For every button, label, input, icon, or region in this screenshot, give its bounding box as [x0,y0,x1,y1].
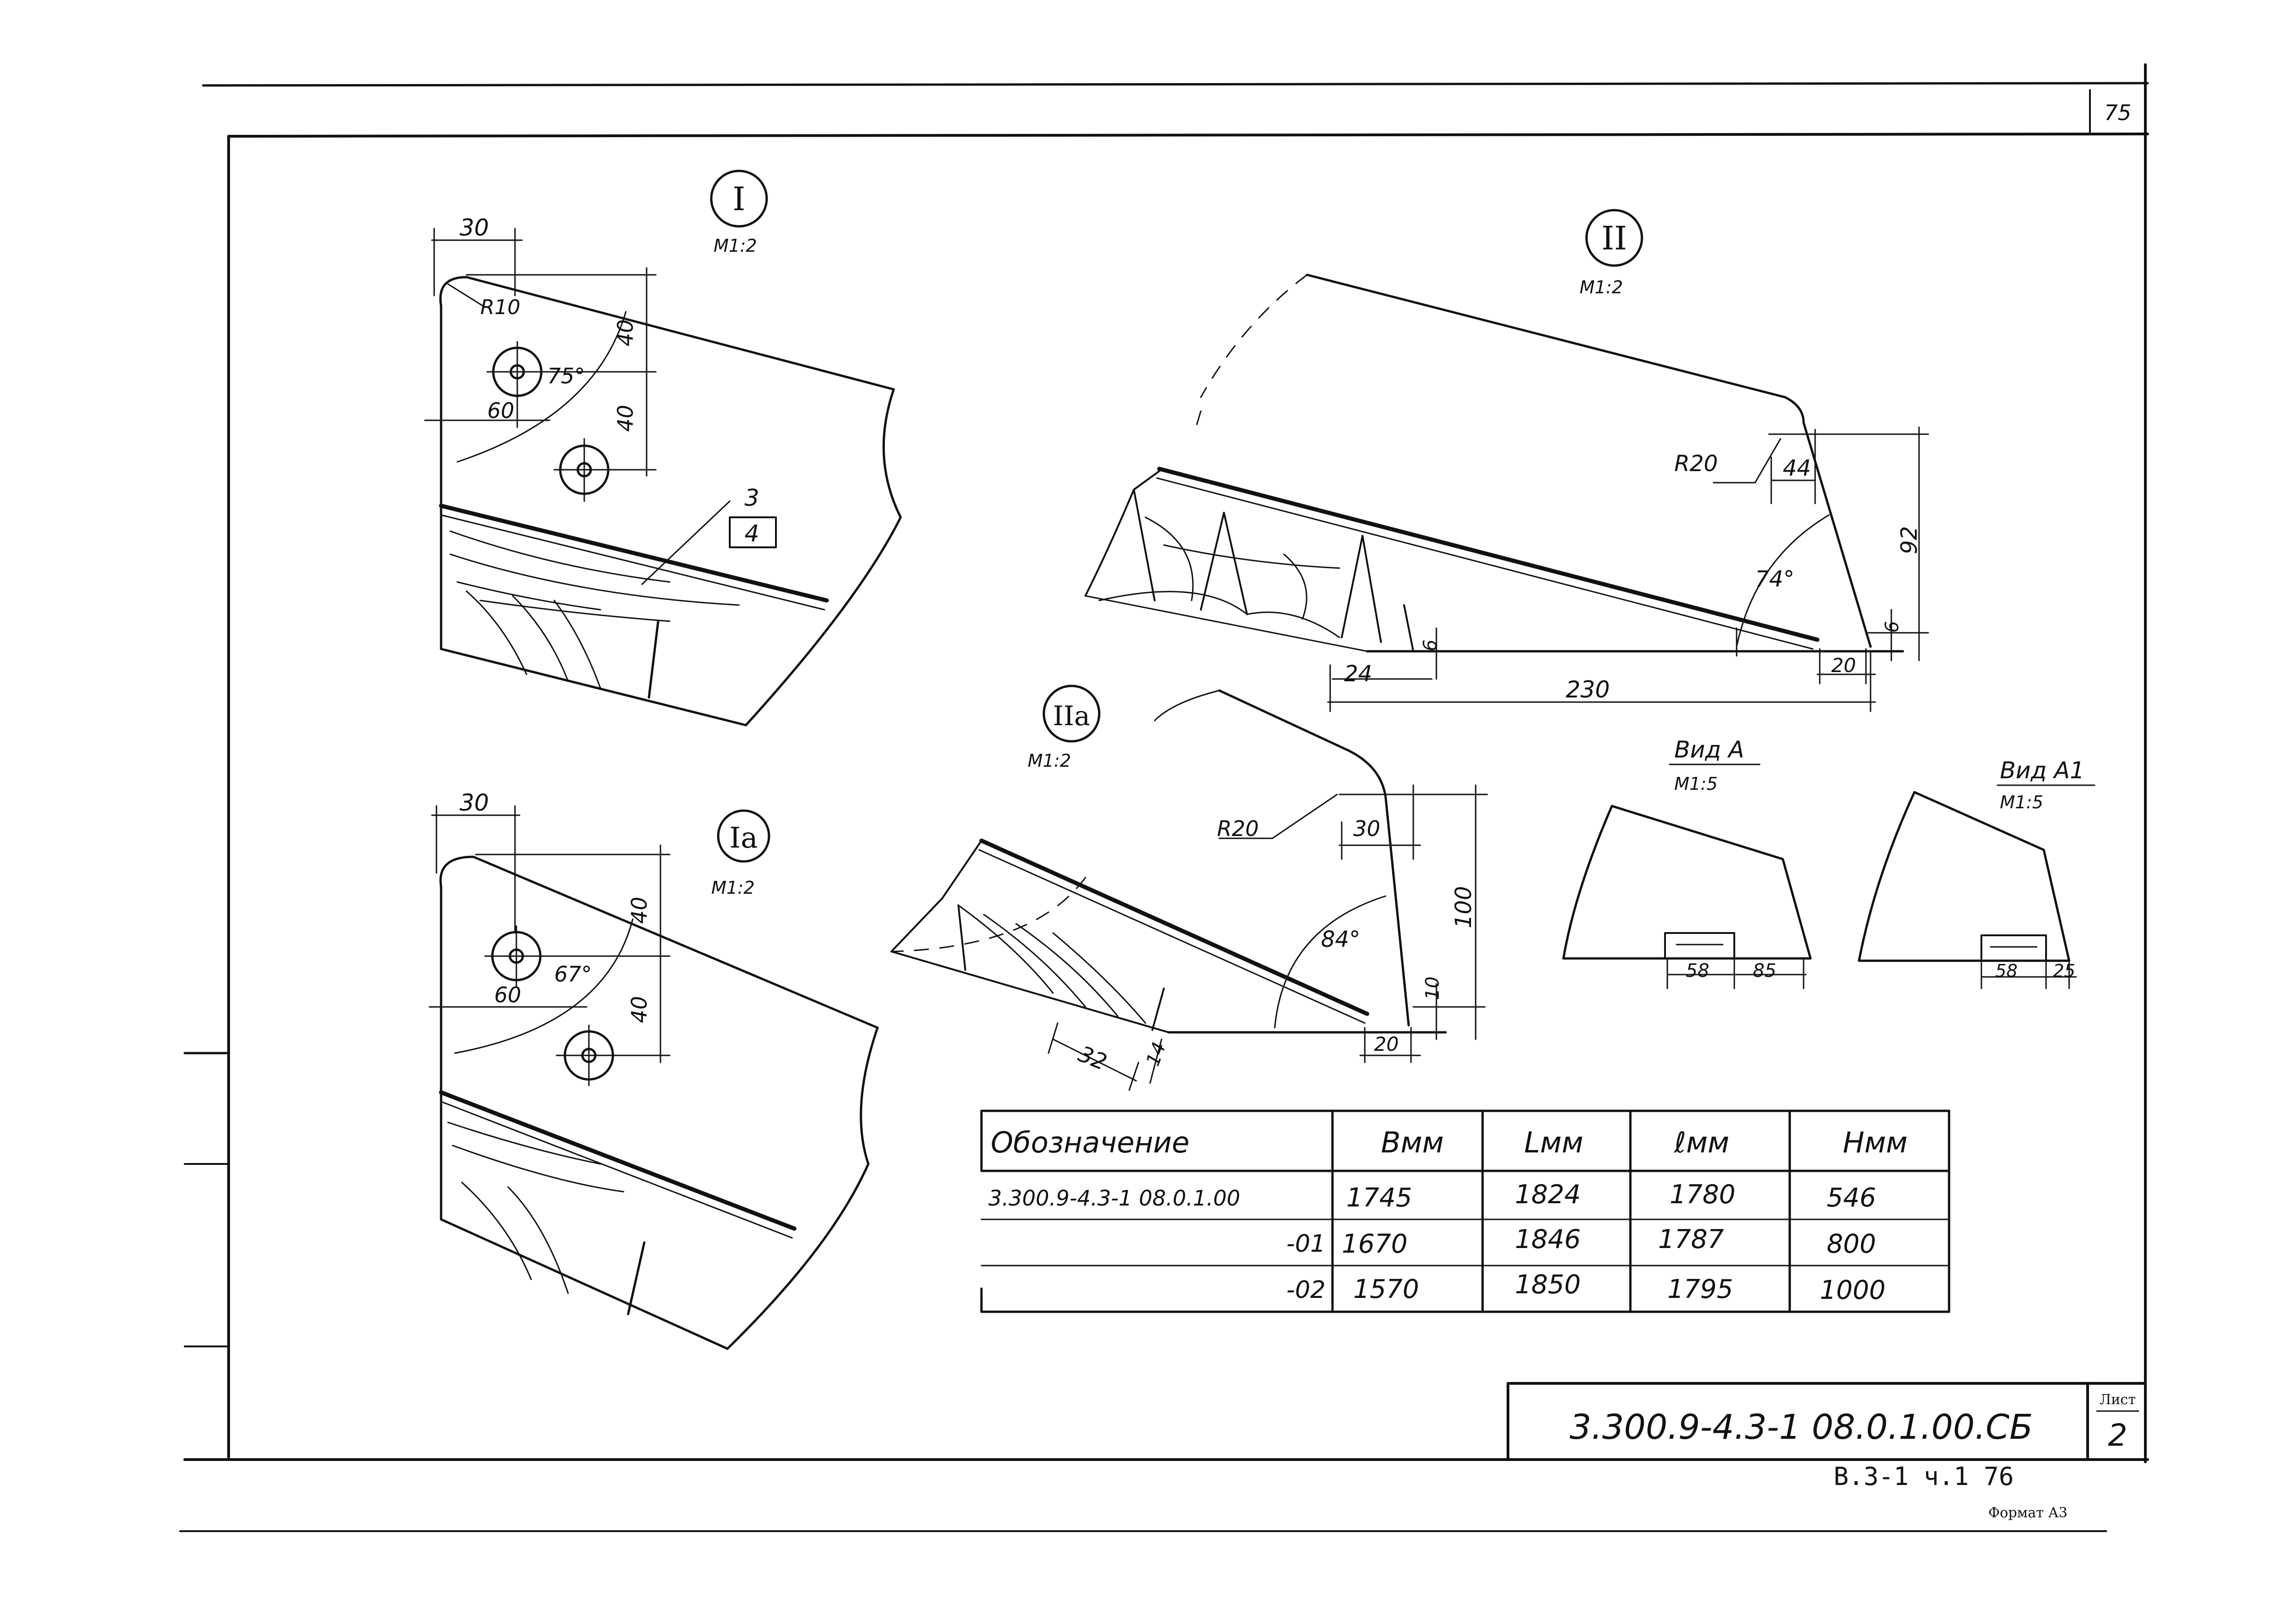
svg-text:II: II [1601,219,1627,257]
view-ii-dim-6a: 6 [1882,621,1903,633]
view-a-drawing [1562,764,1812,989]
view-i-scale: М1:2 [714,236,757,256]
row-2-l: 1846 [1515,1224,1581,1254]
view-iia-dim-100: 100 [1451,886,1477,928]
row-1-lsmall: 1780 [1670,1180,1736,1210]
view-ii-scale: М1:2 [1580,277,1623,297]
view-a1-dim-25: 25 [2053,961,2075,981]
view-i-dim-30: 30 [460,214,489,241]
view-i-drawing [424,228,902,727]
table-header: Обозначение Bмм Lмм ℓмм Hмм [991,1126,1907,1159]
table-row: 3.300.9-4.3-1 08.0.1.00 1745 1824 1780 5… [988,1180,1876,1213]
view-ia-drawing [429,805,879,1350]
view-ii-drawing [1084,273,1929,712]
dimensions-table [980,1109,1950,1313]
view-ii-dim-230: 230 [1566,676,1610,703]
title-block [1507,1382,2147,1461]
header-l: Lмм [1524,1126,1583,1159]
view-ia-dim-40a: 40 [627,897,652,924]
row-1-b: 1745 [1346,1183,1412,1213]
sheet-frame [179,63,2149,1532]
view-ii-dim-6b: 6 [1420,640,1441,651]
view-iia-drawing [890,689,1488,1091]
view-ii-dim-24: 24 [1344,661,1372,687]
view-i-callout-3: 3 [745,485,759,511]
row-2-h: 800 [1827,1229,1876,1259]
view-iia-dim-14: 14 [1142,1039,1170,1069]
sheet-number: 2 [2108,1418,2127,1453]
row-2-lsmall: 1787 [1658,1224,1724,1254]
view-ii-dim-20: 20 [1831,654,1856,677]
row-1-designation: 3.300.9-4.3-1 08.0.1.00 [988,1186,1240,1211]
view-a1-dim-58: 58 [1995,961,2017,981]
row-3-lsmall: 1795 [1667,1274,1733,1304]
svg-text:I: I [733,180,745,218]
view-iia-scale: М1:2 [1028,751,1071,771]
view-ia-scale: М1:2 [711,878,755,898]
row-2-designation: -01 [1286,1230,1326,1258]
view-ii-dim-44: 44 [1783,455,1811,481]
view-i-callout-4: 4 [745,520,759,547]
row-1-h: 546 [1827,1183,1876,1213]
table-row: -02 1570 1850 1795 1000 [1286,1270,1885,1305]
view-a-dim-85: 85 [1753,960,1776,982]
view-ii-label: II [1585,209,1643,267]
view-ia-dim-30: 30 [460,789,489,816]
svg-text:Iа: Iа [729,821,757,854]
view-ii-dim-74: 74° [1755,566,1794,592]
view-i-label: I [710,170,768,228]
view-a1-title: Вид А1 [2000,757,2084,784]
view-a1-drawing [1858,784,2095,989]
view-ia-dim-40b: 40 [627,996,652,1023]
svg-text:IIа: IIа [1053,700,1090,732]
view-a-title: Вид А [1674,736,1744,763]
row-3-b: 1570 [1353,1274,1419,1304]
header-h: Hмм [1843,1126,1907,1159]
view-iia-dim-32: 32 [1075,1041,1111,1076]
view-i-dim-r10: R10 [480,296,521,319]
view-a-dim-58: 58 [1686,960,1709,982]
view-i-dim-40a: 40 [613,319,638,346]
header-b: Bмм [1381,1126,1444,1159]
view-iia-dim-10: 10 [1422,976,1443,1000]
view-iia-dim-20: 20 [1374,1033,1399,1055]
header-designation: Обозначение [991,1126,1189,1159]
view-ia-label: Iа [717,809,770,863]
series-code: В.3-1 ч.1 76 [1834,1462,2014,1491]
view-iia-dim-r20: R20 [1217,816,1259,841]
designation-code: 3.300.9-4.3-1 08.0.1.00.СБ [1569,1407,2033,1447]
row-3-l: 1850 [1515,1270,1581,1300]
view-iia-dim-84: 84° [1321,927,1360,952]
row-2-b: 1670 [1342,1229,1408,1259]
view-ii-dim-r20: R20 [1674,451,1718,477]
format-label: Формат А3 [1988,1505,2067,1521]
view-iia-label: IIа [1042,685,1101,743]
sheet-label: Лист [2100,1392,2136,1408]
view-iia-dim-30: 30 [1353,816,1381,841]
view-ii-dim-92: 92 [1896,526,1922,554]
row-3-h: 1000 [1820,1275,1886,1305]
view-a1-scale: М1:5 [2000,792,2043,812]
view-i-dim-75: 75° [547,364,585,388]
row-3-designation: -02 [1286,1276,1326,1304]
view-ia-dim-60: 60 [494,982,521,1007]
view-ia-dim-67: 67° [554,962,592,987]
header-lsmall: ℓмм [1674,1126,1729,1159]
view-a-scale: М1:5 [1674,774,1718,794]
view-i-dim-60: 60 [487,398,515,423]
row-1-l: 1824 [1515,1180,1581,1210]
view-i-dim-40b: 40 [613,405,638,432]
table-row: -01 1670 1846 1787 800 [1286,1224,1876,1259]
corner-number: 75 [2104,100,2132,125]
